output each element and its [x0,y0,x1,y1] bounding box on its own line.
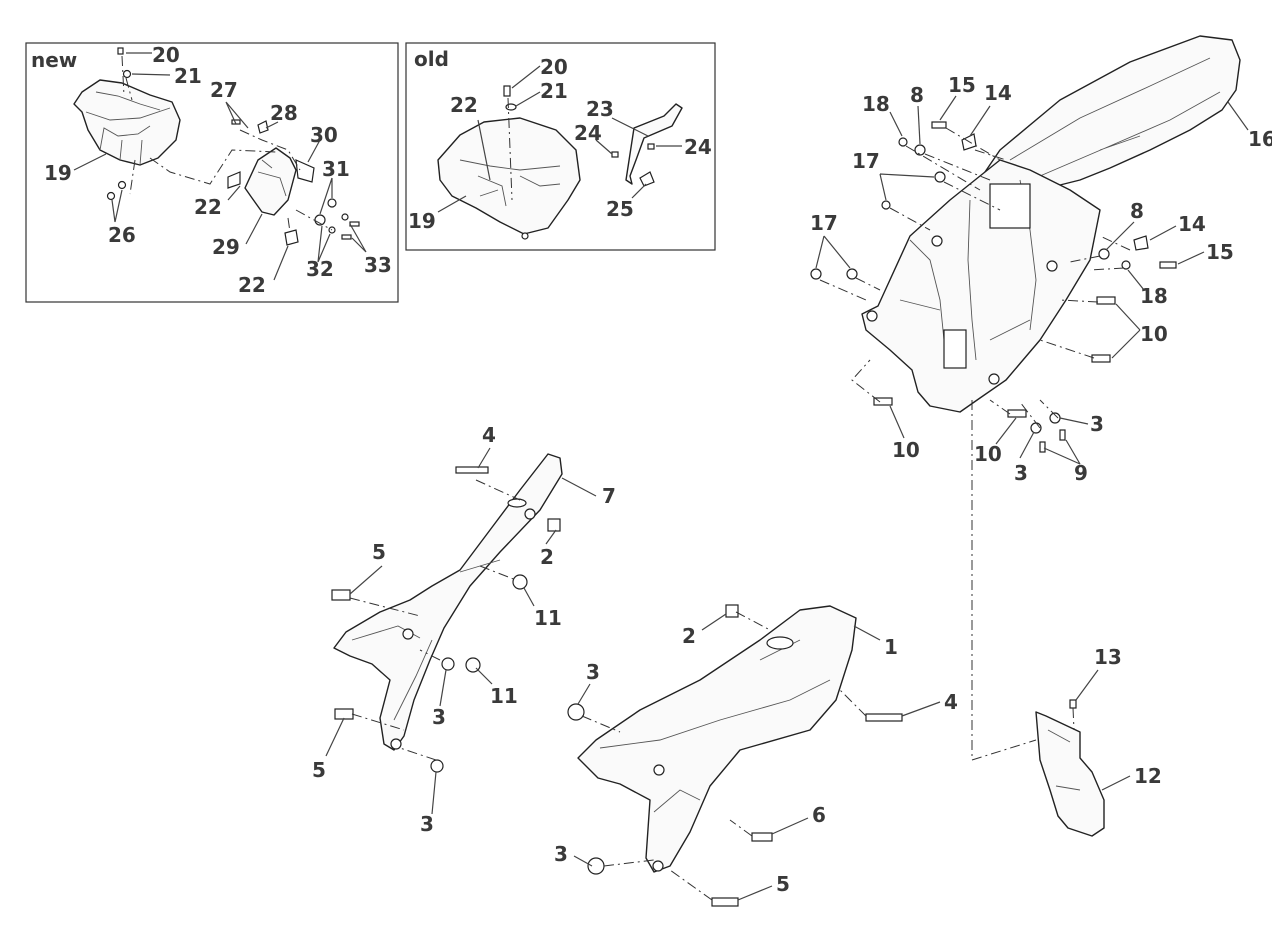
new-hardware [106,47,360,246]
callout-4-b: 4 [944,690,958,714]
callout-12: 12 [1134,764,1162,788]
callout-6: 6 [812,803,826,827]
rear-fender-part [984,35,1241,191]
callout-22-new-b: 22 [238,273,266,297]
callout-24-old-a: 24 [574,121,602,145]
callout-22-old: 22 [450,93,478,117]
callout-2-b: 2 [682,624,696,648]
callout-15-b: 15 [1206,240,1234,264]
callout-14-a: 14 [984,81,1012,105]
callout-25: 25 [606,197,634,221]
callout-10-b: 10 [892,438,920,462]
callout-8-a: 8 [910,83,924,107]
rear-body-dashes [819,127,1131,761]
callout-14-b: 14 [1178,212,1206,236]
callout-18-a: 18 [862,92,890,116]
callout-3-a: 3 [1090,412,1104,436]
left-side-panel-part [333,453,563,751]
new-variant-label: new [31,48,77,72]
callout-27: 27 [210,78,238,102]
callout-3-c: 3 [432,705,446,729]
callout-5-b: 5 [312,758,326,782]
callout-5-c: 5 [776,872,790,896]
callout-23: 23 [586,97,614,121]
old-variant-label: old [414,47,449,71]
callout-9: 9 [1074,461,1088,485]
right-side-panel-part [577,605,857,873]
callout-18-b: 18 [1140,284,1168,308]
callout-21-old: 21 [540,79,568,103]
callout-11-a: 11 [534,606,562,630]
new-variant-box [25,42,399,303]
callout-11-b: 11 [490,684,518,708]
old-variant-box [405,42,716,251]
callout-leaders [73,52,1249,901]
left-panel-hardware [331,466,561,773]
callout-3-f: 3 [554,842,568,866]
callout-16: 16 [1248,127,1272,151]
callout-33: 33 [364,253,392,277]
callout-17-a: 17 [852,149,880,173]
callout-13: 13 [1094,645,1122,669]
callout-5-a: 5 [372,540,386,564]
rear-body-hardware [810,121,1177,453]
callout-1: 1 [884,635,898,659]
callouts: 20 21 19 26 27 28 22 30 31 29 32 33 22 2… [44,43,1272,896]
old-hardware [503,85,683,201]
callout-22-new-a: 22 [194,195,222,219]
callout-19-old: 19 [408,209,436,233]
callout-19-new: 19 [44,161,72,185]
callout-8-b: 8 [1130,199,1144,223]
callout-2-a: 2 [540,545,554,569]
callout-20-old: 20 [540,55,568,79]
callout-17-b: 17 [810,211,838,235]
mudflap-part [1035,699,1105,837]
callout-26: 26 [108,223,136,247]
callout-21-new: 21 [174,64,202,88]
callout-3-b: 3 [1014,461,1028,485]
callout-10-c: 10 [974,442,1002,466]
callout-3-e: 3 [586,660,600,684]
callout-7: 7 [602,484,616,508]
rear-body-part [861,159,1101,413]
callout-3-d: 3 [420,812,434,836]
callout-30: 30 [310,123,338,147]
callout-31: 31 [322,157,350,181]
callout-29: 29 [212,235,240,259]
callout-24-old-b: 24 [684,135,712,159]
callout-20-new: 20 [152,43,180,67]
callout-15-a: 15 [948,73,976,97]
callout-28: 28 [270,101,298,125]
old-battery-box-part [437,117,581,240]
callout-10-a: 10 [1140,322,1168,346]
new-battery-box-part [73,79,181,166]
callout-4-a: 4 [482,423,496,447]
right-panel-hardware [567,604,903,907]
callout-32: 32 [306,257,334,281]
new-box-dashes [121,55,333,233]
